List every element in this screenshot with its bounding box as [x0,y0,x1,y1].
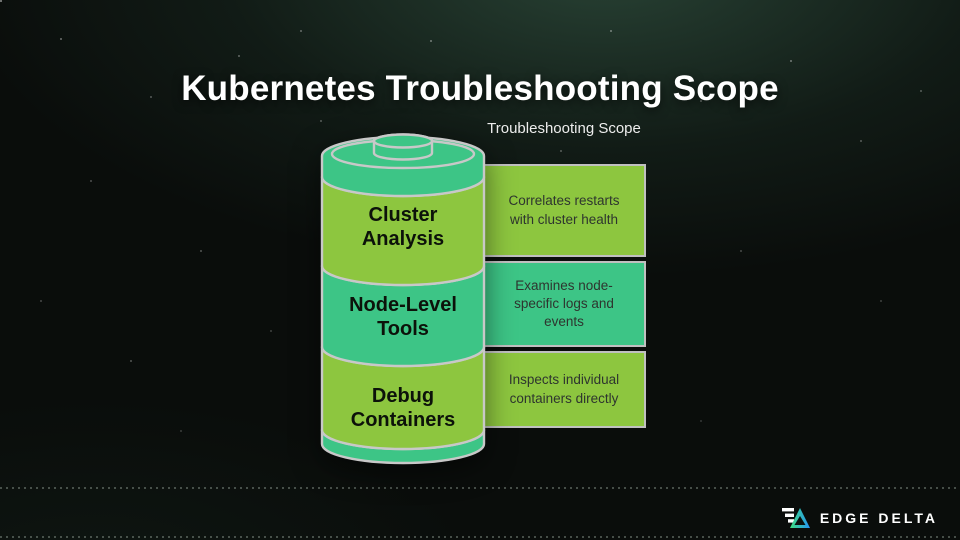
description-panel-cluster: Correlates restarts with cluster health [482,164,646,257]
brand-logo: EDGE DELTA [780,506,938,530]
segment-label-node: Node-Level Tools [349,294,457,341]
edge-delta-logo-icon [781,508,810,528]
star-field [0,0,2,2]
cylinder-top-cap [320,135,486,198]
description-text: Inspects individual containers directly [508,372,620,406]
description-text: Examines node-specific logs and events [514,277,614,330]
segment-label-debug: Debug Containers [350,385,456,432]
description-panel-node: Examines node-specific logs and events [482,261,646,347]
description-panel-debug: Inspects individual containers directly [482,351,646,428]
brand-name: EDGE DELTA [819,510,938,526]
segment-label-cluster: Cluster Analysis [361,204,445,251]
cylinder-diagram [320,133,486,465]
description-text: Correlates restarts with cluster health [508,193,620,227]
cylinder-knob-top [372,133,434,149]
footer-divider-top [0,487,960,489]
column-header: Troubleshooting Scope [487,120,641,137]
footer-divider-bottom [0,536,960,538]
page-title: Kubernetes Troubleshooting Scope [181,69,779,109]
